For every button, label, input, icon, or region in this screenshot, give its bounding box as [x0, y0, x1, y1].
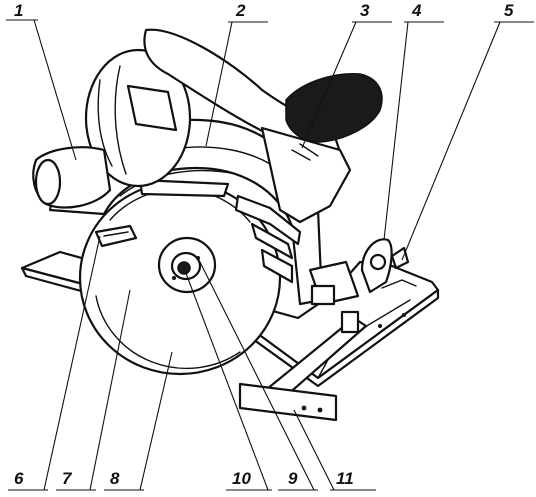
callout-6: 6	[14, 469, 24, 488]
callout-1: 1	[14, 1, 23, 20]
leader-lines	[6, 19, 534, 491]
callout-3: 3	[360, 1, 370, 20]
callout-10: 10	[232, 469, 251, 488]
main-handle	[143, 28, 383, 224]
rip-fence	[238, 310, 368, 422]
callout-11: 11	[336, 469, 354, 488]
depth-bracket	[308, 260, 360, 306]
callout-4: 4	[411, 1, 422, 20]
front-knob	[32, 146, 112, 209]
motor-housing	[84, 48, 192, 188]
callout-8: 8	[110, 469, 120, 488]
bevel-adjuster	[360, 238, 417, 294]
callout-labels: 1 2 3 4 5 6 7 8 10 9 11	[14, 1, 514, 488]
callout-7: 7	[62, 469, 73, 488]
blade-guard-lever	[94, 224, 138, 248]
callout-5: 5	[504, 1, 514, 20]
saw-illustration	[20, 28, 440, 422]
blade-arbor	[157, 236, 217, 294]
callout-2: 2	[235, 1, 246, 20]
callout-9: 9	[288, 469, 298, 488]
